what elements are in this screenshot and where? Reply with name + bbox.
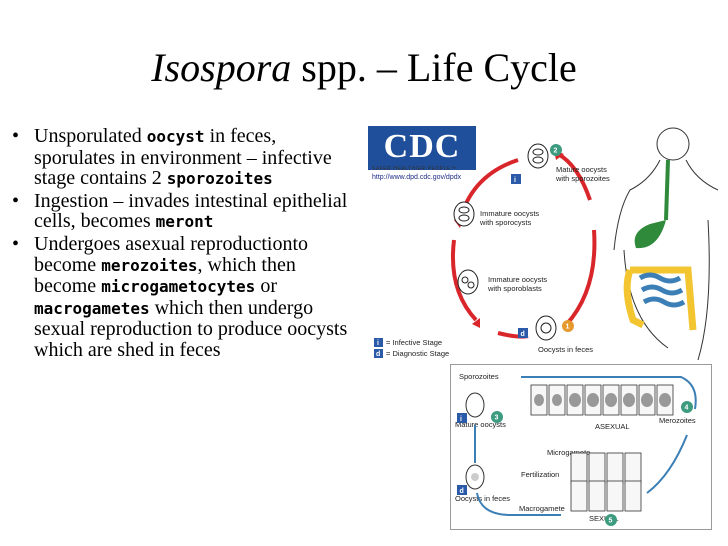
badge-4 xyxy=(681,401,693,413)
badge-3 xyxy=(491,411,503,423)
cdc-logo-letters: CDC xyxy=(383,128,461,165)
arrow-head-2 xyxy=(472,318,480,328)
bullet-item-3: Undergoes asexual reproductionto become … xyxy=(10,234,362,361)
bullet-1-keyword-sporozoites: sporozoites xyxy=(166,169,273,189)
label-sporocysts-1: Immature oocysts xyxy=(480,209,539,218)
bullet-3-text-d: which then undergo sexual reproduction t… xyxy=(34,296,348,361)
badge-diagnostic-bottom-text: d xyxy=(521,331,525,338)
badge-infective-top xyxy=(511,174,521,184)
label-sporocysts-2: with sporocysts xyxy=(479,218,532,227)
arrow-top-right xyxy=(556,152,592,201)
intestinal-stages-figure: Sporozoites Mature oocysts ASEXUAL Meroz… xyxy=(450,364,712,530)
badge-2 xyxy=(550,144,562,156)
bullet-2-keyword-meront: meront xyxy=(155,212,214,232)
label-sporoblasts-1: Immature oocysts xyxy=(488,275,547,284)
label-sexual: SEXUAL xyxy=(589,514,619,523)
label-macrogamete: Macrogamete xyxy=(519,504,565,513)
badge-5 xyxy=(605,514,617,526)
legend-infective-letter: i xyxy=(377,340,379,347)
bullet-3-keyword-microgametocytes: microgametocytes xyxy=(101,277,256,297)
blue-arrows xyxy=(474,376,697,516)
large-intestine xyxy=(623,266,697,331)
label-oocysts-feces: Oocysts in feces xyxy=(538,345,593,354)
bullet-3-text-a: Undergoes asexual reproductionto become xyxy=(34,232,308,276)
badge-infective-top-text: i xyxy=(514,177,516,184)
intestinal-stages-diagram: Sporozoites Mature oocysts ASEXUAL Meroz… xyxy=(455,372,697,526)
label-mature-2: with sporozoites xyxy=(555,174,610,183)
label-merozoites: Merozoites xyxy=(659,416,696,425)
label-asexual: ASEXUAL xyxy=(595,422,630,431)
title-rest: spp. – Life Cycle xyxy=(291,45,577,90)
sexual-cell-row xyxy=(570,452,642,512)
asexual-nuclei xyxy=(534,393,671,407)
oocyst-sporoblasts-icon xyxy=(457,269,479,295)
cdc-url: http://www.dpd.cdc.gov/dpdx xyxy=(372,174,462,181)
label-sporozoites: Sporozoites xyxy=(459,372,499,381)
small-intestine xyxy=(638,272,686,308)
legend-diagnostic: = Diagnostic Stage xyxy=(386,349,449,358)
label-fertilization: Fertilization xyxy=(521,470,559,479)
mature-oocyst-icon xyxy=(465,392,485,418)
badge-diagnostic-2-text: d xyxy=(460,488,464,495)
bullet-2-text-a: Ingestion – invades intestinal epithelia… xyxy=(34,189,348,233)
badge-5-text: 5 xyxy=(609,518,613,525)
bullet-item-1: Unsporulated oocyst in feces, sporulates… xyxy=(10,126,362,190)
legend-infective: = Infective Stage xyxy=(386,338,442,347)
badge-2-text: 2 xyxy=(554,148,558,155)
badge-3-text: 3 xyxy=(495,415,499,422)
label-mature-1: Mature oocysts xyxy=(556,165,607,174)
oocyst-sporocysts-icon xyxy=(453,201,475,227)
stomach xyxy=(634,220,666,249)
bullet-3-text-b: , which then become xyxy=(34,253,296,298)
oocyst-mature-icon xyxy=(527,143,549,169)
bullet-3-keyword-merozoites: merozoites xyxy=(101,255,198,275)
bullet-item-2: Ingestion – invades intestinal epithelia… xyxy=(10,191,362,233)
legend-infective-swatch xyxy=(374,338,383,347)
cdc-logo: CDC xyxy=(368,126,476,170)
bullet-list: Unsporulated oocyst in feces, sporulates… xyxy=(10,126,362,362)
life-cycle-diagram: Mature oocysts with sporozoites Immature… xyxy=(374,127,719,360)
oocyst-icons xyxy=(453,143,557,341)
legend-diagnostic-swatch xyxy=(374,349,383,358)
bullet-1-text-a: Unsporulated xyxy=(34,125,147,147)
life-cycle-figure: CDC SAFER·HEALTHIER·PEOPLE™ http://www.d… xyxy=(368,120,722,360)
bullet-3-text-c: or xyxy=(255,275,277,298)
arrow-right-up xyxy=(564,229,597,327)
badge-1 xyxy=(562,320,574,332)
label-oocysts-feces-2: Oocysts in feces xyxy=(455,494,510,503)
slide-title: Isospora spp. – Life Cycle xyxy=(0,44,728,92)
badge-infective-2-text: i xyxy=(460,416,462,423)
bullet-1-keyword-oocyst: oocyst xyxy=(146,127,205,146)
cdc-tagline: SAFER·HEALTHIER·PEOPLE™ xyxy=(372,166,457,172)
badge-4-text: 4 xyxy=(685,405,689,412)
badge-diagnostic-2 xyxy=(457,485,467,495)
esophagus xyxy=(664,159,670,221)
bullet-3-keyword-macrogametes: macrogametes xyxy=(34,298,150,318)
label-mature-oocysts: Mature oocysts xyxy=(455,420,506,429)
arrow-left xyxy=(450,239,478,322)
label-microgamete: Microgamete xyxy=(547,448,590,457)
badge-diagnostic-bottom xyxy=(518,328,528,338)
badge-1-text: 1 xyxy=(566,324,570,331)
label-sporoblasts-2: with sporoblasts xyxy=(487,284,542,293)
bullet-1-text-b: in feces, sporulates in environment – in… xyxy=(34,125,332,190)
title-genus: Isospora xyxy=(151,45,292,90)
human-silhouette xyxy=(613,127,719,360)
legend-diagnostic-letter: d xyxy=(376,351,380,358)
badge-infective-2 xyxy=(457,413,467,423)
